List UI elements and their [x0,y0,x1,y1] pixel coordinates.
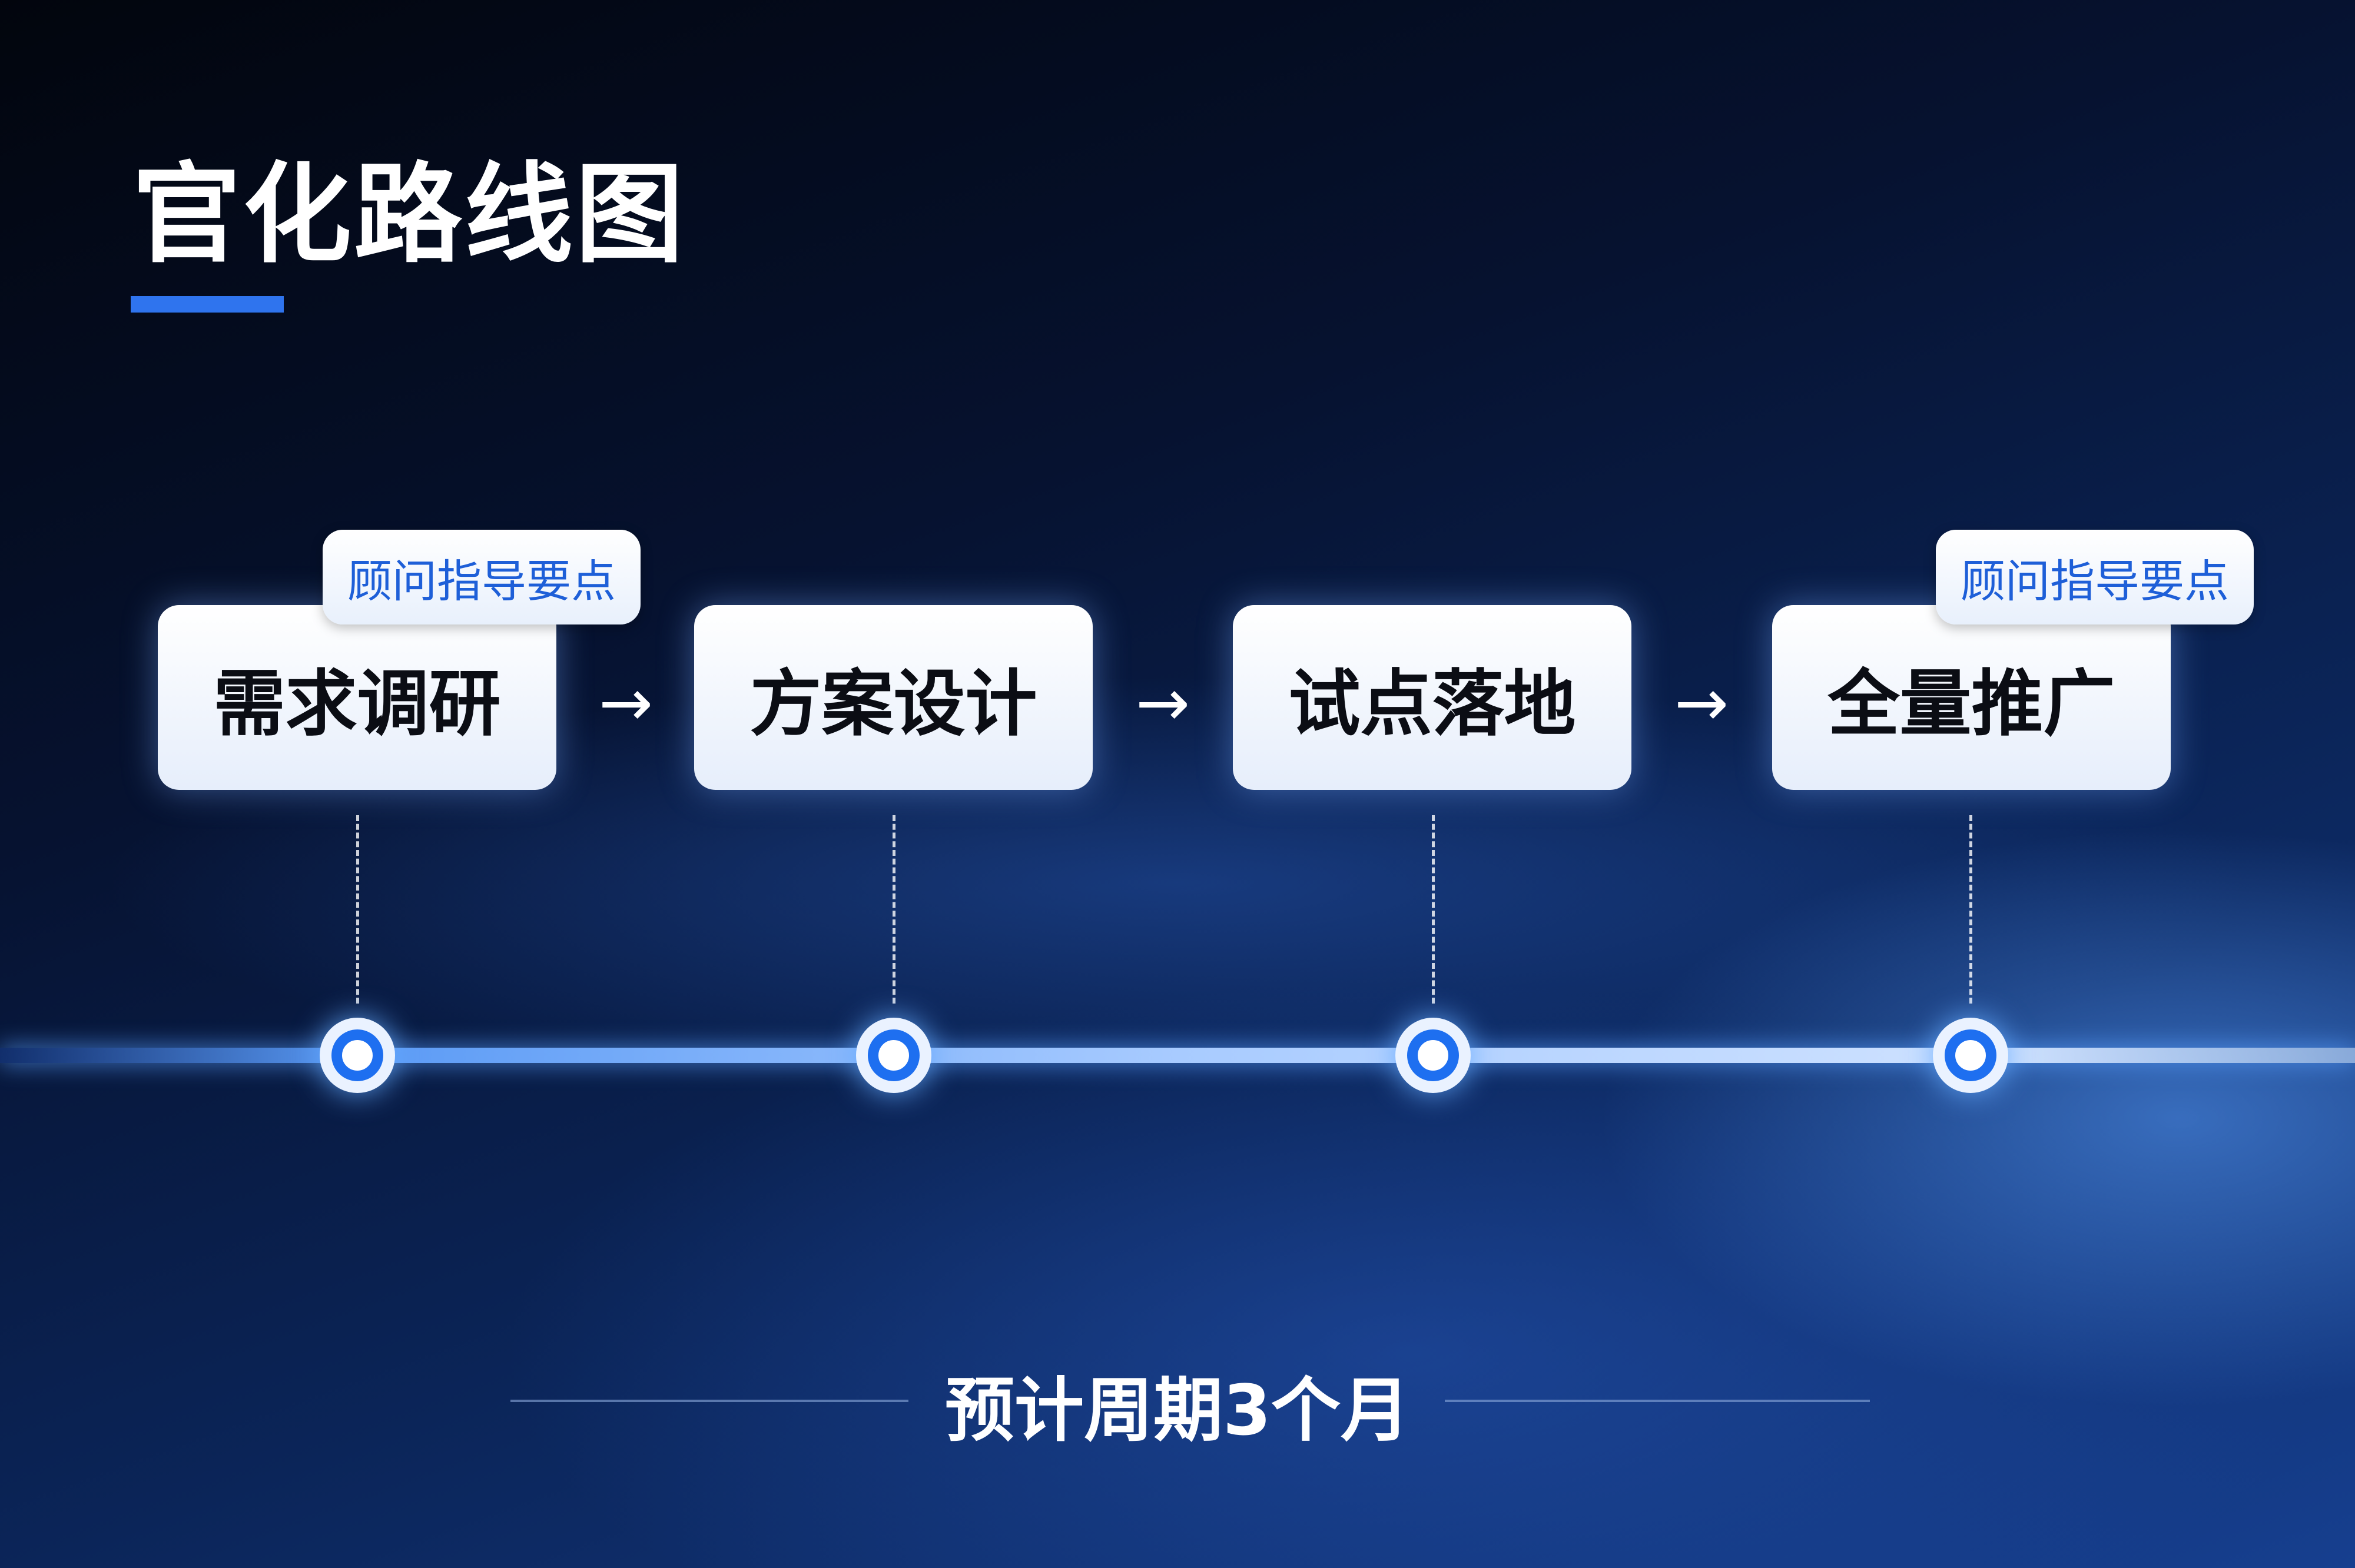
page-title: 官化路线图 [132,152,686,278]
connector-line [893,815,895,1004]
step-card-3: 试点落地 [1233,605,1631,790]
advisor-tag-4: 顾问指导要点 [1936,530,2254,624]
timeline-node-4 [1933,1018,2008,1093]
step-card-4: 全量推广 [1772,605,2171,790]
title-underline [131,296,284,313]
step-card-2: 方案设计 [694,605,1093,790]
arrow-icon: → [1674,665,1729,740]
duration-label: 预计周期3个月 [944,1370,1411,1451]
divider-right [1445,1400,1870,1402]
advisor-tag-1: 顾问指导要点 [323,530,641,624]
divider-left [510,1400,908,1402]
arrow-icon: → [598,665,654,740]
arrow-icon: → [1135,665,1190,740]
timeline-node-3 [1395,1018,1471,1093]
connector-line [1432,815,1435,1004]
connector-line [1969,815,1972,1004]
timeline-node-1 [320,1018,395,1093]
step-card-1: 需求调研 [158,605,556,790]
connector-line [356,815,359,1004]
timeline-node-2 [856,1018,931,1093]
